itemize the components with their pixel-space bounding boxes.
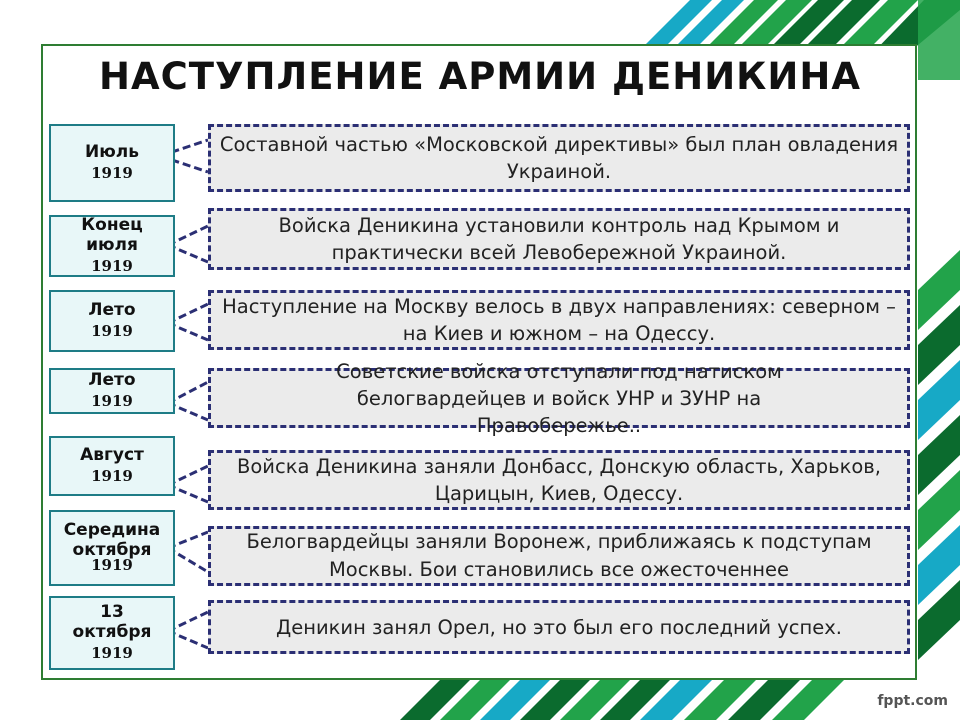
event-description-6: Белогвардейцы заняли Воронеж, приближаяс…: [208, 526, 910, 586]
event-description-text: Войска Деникина заняли Донбасс, Донскую …: [237, 455, 881, 505]
event-date-label: Середина октября: [63, 520, 161, 560]
event-year: 1919: [91, 644, 133, 662]
event-date-label: 13 октября: [72, 602, 152, 642]
event-description-text: Деникин занял Орел, но это был его после…: [275, 615, 842, 639]
event-description-text: Составной частью «Московской директивы» …: [219, 133, 899, 183]
event-date-label: Лето: [88, 300, 136, 320]
event-year: 1919: [91, 257, 133, 275]
event-year: 1919: [91, 556, 133, 574]
event-description-5: Войска Деникина заняли Донбасс, Донскую …: [208, 450, 910, 510]
event-date-label: Июль: [85, 142, 139, 162]
event-description-2: Войска Деникина установили контроль над …: [208, 208, 910, 270]
event-description-text: Наступление на Москву велось в двух напр…: [222, 295, 896, 345]
event-date-7: 13 октября 1919: [49, 596, 175, 670]
event-year: 1919: [91, 322, 133, 340]
event-description-4: Советские войска отступали под натиском …: [208, 360, 910, 437]
event-description-text: Советские войска отступали под натиском …: [336, 359, 782, 437]
event-description-text: Белогвардейцы заняли Воронеж, приближаяс…: [246, 530, 872, 581]
event-date-4: Лето 1919: [49, 368, 175, 414]
event-description-1: Составной частью «Московской директивы» …: [208, 124, 910, 192]
event-date-label: Лето: [88, 370, 136, 390]
event-date-label: Конец июля: [81, 215, 143, 255]
event-date-6: Середина октября 1919: [49, 510, 175, 586]
event-description-text: Войска Деникина установили контроль над …: [278, 214, 840, 264]
brand-watermark: fppt.com: [877, 693, 948, 709]
event-date-5: Август 1919: [49, 436, 175, 496]
event-date-1: Июль 1919: [49, 124, 175, 202]
event-year: 1919: [91, 467, 133, 485]
event-year: 1919: [91, 392, 133, 410]
event-date-3: Лето 1919: [49, 290, 175, 352]
event-date-2: Конец июля 1919: [49, 215, 175, 277]
page-title: НАСТУПЛЕНИЕ АРМИИ ДЕНИКИНА: [99, 55, 861, 98]
event-description-3: Наступление на Москву велось в двух напр…: [208, 290, 910, 350]
event-description-7: Деникин занял Орел, но это был его после…: [208, 600, 910, 654]
event-date-label: Август: [80, 445, 144, 465]
event-year: 1919: [91, 164, 133, 182]
